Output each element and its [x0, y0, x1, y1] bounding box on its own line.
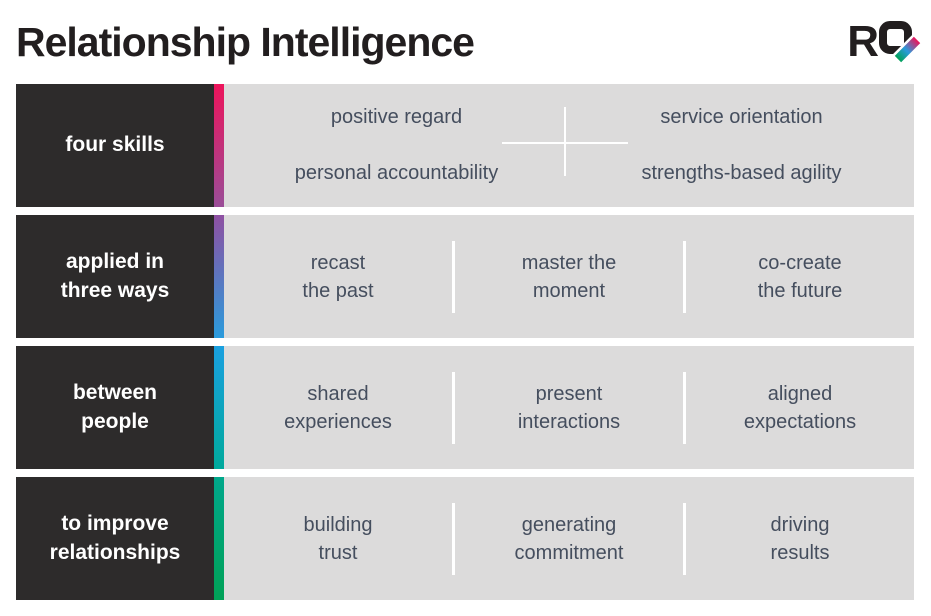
people-aligned-expectations: aligned expectations: [743, 382, 857, 433]
way-master-the-moment: master the moment: [521, 251, 617, 302]
improve-relationships-content: building trust generating commitment dri…: [224, 477, 914, 600]
cross-divider-vertical: [564, 107, 567, 177]
cell-divider: [683, 502, 686, 575]
gradient-stripe-row-2: [214, 215, 224, 338]
logo-letter-q: [879, 21, 921, 63]
cross-divider-horizontal: [502, 142, 629, 145]
row-four-skills: four skills positive regard service orie…: [16, 84, 914, 207]
row-to-improve-relationships: to improve relationships building trust …: [16, 477, 914, 600]
logo-q-ring: [879, 21, 912, 54]
four-skills-content: positive regard service orientation pers…: [224, 84, 914, 207]
skill-service-orientation: service orientation: [660, 106, 823, 129]
three-ways-content: recast the past master the moment co-cre…: [224, 215, 914, 338]
gradient-stripe-row-4: [214, 477, 224, 600]
people-present-interactions: present interactions: [517, 382, 621, 433]
page-title: Relationship Intelligence: [16, 18, 475, 65]
between-people-content: shared experiences present interactions …: [224, 346, 914, 469]
row-label-applied-in-three-ways: applied in three ways: [16, 215, 214, 338]
improve-driving-results: driving results: [770, 513, 830, 564]
row-label-four-skills: four skills: [16, 84, 214, 207]
rq-logo: R: [847, 17, 921, 66]
cell-divider: [452, 240, 455, 313]
logo-letter-r: R: [847, 17, 879, 66]
improve-generating-commitment: generating commitment: [514, 513, 624, 564]
people-shared-experiences: shared experiences: [284, 382, 392, 433]
between-people-cells: shared experiences present interactions …: [224, 346, 914, 469]
row-label-between-people: between people: [16, 346, 214, 469]
improve-relationships-cells: building trust generating commitment dri…: [224, 477, 914, 600]
header: Relationship Intelligence R: [16, 0, 921, 84]
cell-divider: [683, 371, 686, 444]
three-ways-cells: recast the past master the moment co-cre…: [224, 215, 914, 338]
gradient-stripe-row-1: [214, 84, 224, 207]
row-between-people: between people shared experiences presen…: [16, 346, 914, 469]
cell-divider: [452, 502, 455, 575]
cell-divider: [683, 240, 686, 313]
skill-personal-accountability: personal accountability: [294, 161, 499, 184]
way-recast-the-past: recast the past: [302, 251, 374, 302]
skill-strengths-based-agility: strengths-based agility: [641, 161, 842, 184]
cell-divider: [452, 371, 455, 444]
way-co-create-the-future: co-create the future: [757, 251, 843, 302]
skill-positive-regard: positive regard: [330, 106, 463, 129]
four-skills-grid: positive regard service orientation pers…: [224, 84, 914, 207]
row-applied-in-three-ways: applied in three ways recast the past ma…: [16, 215, 914, 338]
gradient-stripe-row-3: [214, 346, 224, 469]
row-label-to-improve-relationships: to improve relationships: [16, 477, 214, 600]
improve-building-trust: building trust: [303, 513, 373, 564]
